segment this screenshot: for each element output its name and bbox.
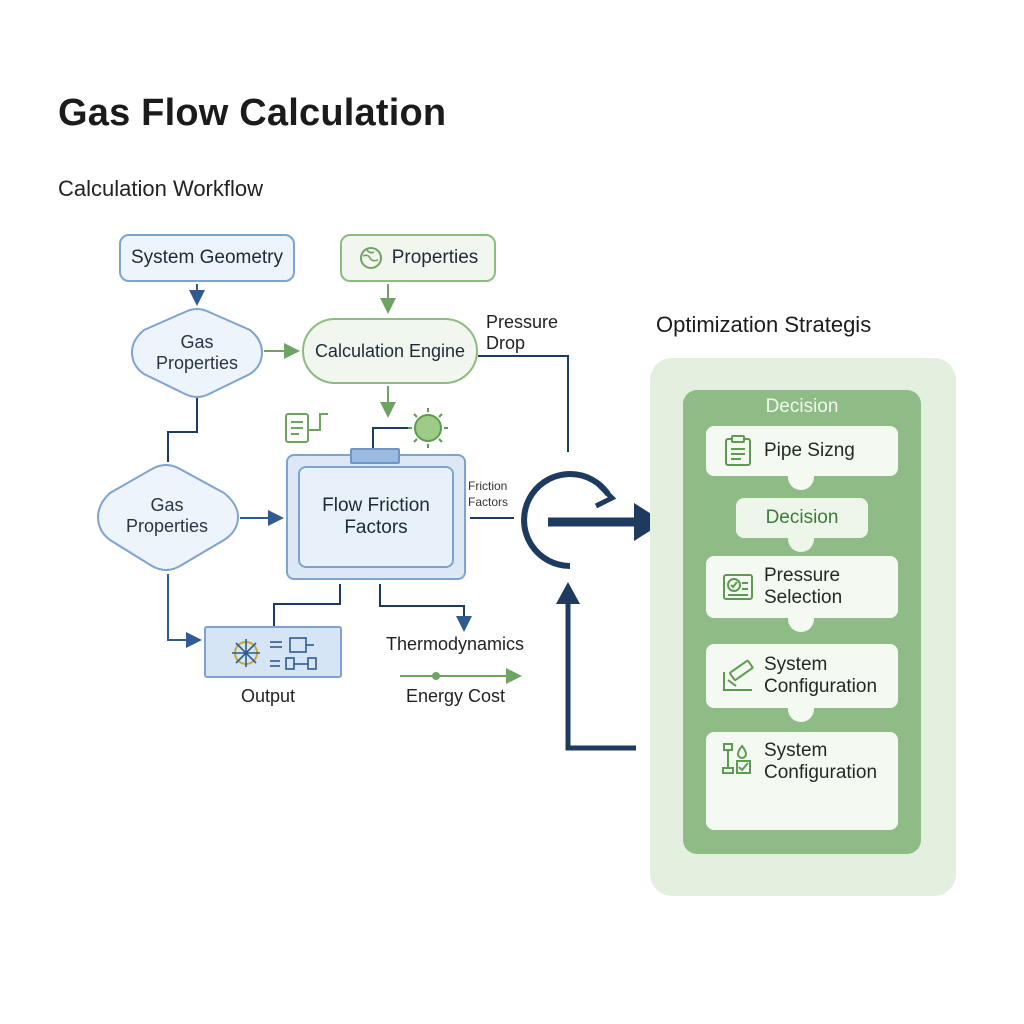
page-title: Gas Flow Calculation xyxy=(58,92,447,134)
properties-label: Properties xyxy=(391,247,479,268)
system-configuration-card-2[interactable]: System Configuration xyxy=(706,732,898,830)
gas-properties-top-label: Gas Properties xyxy=(155,332,239,373)
properties-box[interactable]: Properties xyxy=(340,234,496,282)
clipboard-icon xyxy=(725,435,751,466)
pressure-drop-label: Pressure Drop xyxy=(486,312,559,353)
flow-friction-factors-box[interactable]: Flow Friction Factors xyxy=(286,448,466,580)
ruler-tool-icon xyxy=(723,659,754,691)
system-geometry-box[interactable]: System Geometry xyxy=(119,234,295,282)
card-connector xyxy=(788,476,814,490)
optimization-panel-header: Decision xyxy=(765,396,839,417)
energy-cost-label: Energy Cost xyxy=(406,686,506,706)
pipe-sizing-card[interactable]: Pipe Sizng xyxy=(706,426,898,476)
flow-box-label: Flow Friction Factors xyxy=(322,495,430,538)
system-configuration-card-1[interactable]: System Configuration xyxy=(706,644,898,708)
gas-properties-mid-label: Gas Properties xyxy=(125,495,209,536)
schematic-icon xyxy=(232,637,317,670)
sun-icon xyxy=(408,408,448,448)
card-connector xyxy=(788,618,814,632)
card-connector xyxy=(788,538,814,552)
gas-properties-top-diamond xyxy=(130,308,264,398)
checklist-tool-icon xyxy=(722,743,751,774)
system-configuration-label-2: System Configuration xyxy=(764,740,878,783)
calculation-engine-box[interactable]: Calculation Engine xyxy=(302,318,478,384)
system-configuration-label-1: System Configuration xyxy=(764,654,878,697)
gas-properties-mid-diamond xyxy=(96,464,240,571)
decision-button[interactable]: Decision xyxy=(736,498,868,538)
flow-box-tab xyxy=(350,448,400,464)
pressure-selection-label: Pressure Selection xyxy=(764,565,843,608)
output-label: Output xyxy=(240,686,296,706)
decision-label: Decision xyxy=(765,507,839,528)
friction-factors-small-label: Friction Factors xyxy=(468,479,509,509)
system-geometry-label: System Geometry xyxy=(130,247,284,268)
workflow-subtitle: Calculation Workflow xyxy=(58,176,264,201)
main-right-arrow xyxy=(634,503,664,541)
pressure-selection-card[interactable]: Pressure Selection xyxy=(706,556,898,618)
pipe-sizing-label: Pipe Sizng xyxy=(764,440,855,461)
card-connector xyxy=(788,708,814,722)
globe-icon xyxy=(359,247,382,269)
feedback-loop-arc xyxy=(521,471,611,569)
thermodynamics-label: Thermodynamics xyxy=(386,634,525,654)
gauge-chart-icon xyxy=(723,574,753,600)
circuit-icon xyxy=(285,413,328,443)
optimization-title: Optimization Strategis xyxy=(656,312,872,337)
output-box[interactable] xyxy=(204,626,342,678)
calculation-engine-label: Calculation Engine xyxy=(314,340,466,361)
